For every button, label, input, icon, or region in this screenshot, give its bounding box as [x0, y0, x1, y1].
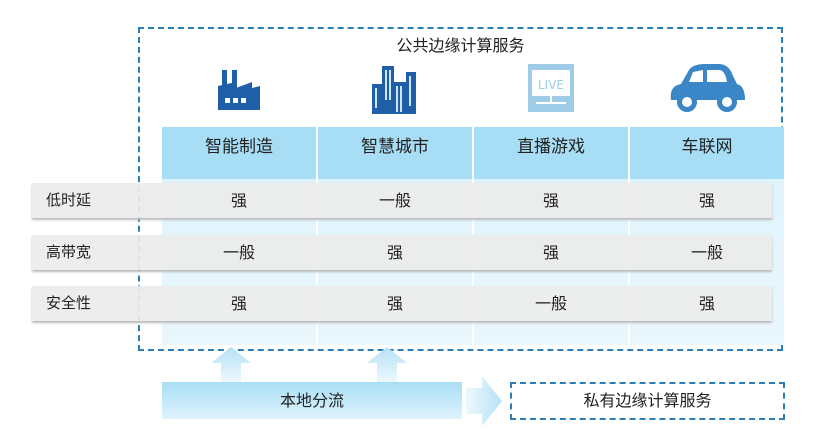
cell: 一般 — [222, 243, 255, 262]
cell: 一般 — [378, 191, 411, 210]
cell: 强 — [230, 191, 247, 210]
live-text: LIVE — [538, 78, 564, 92]
cell: 强 — [542, 243, 559, 262]
column-header: 车联网 — [681, 137, 733, 157]
cell: 强 — [230, 294, 247, 313]
row-label: 安全性 — [46, 294, 92, 312]
cell: 强 — [386, 243, 403, 262]
factory-icon — [162, 62, 316, 117]
cell: 强 — [698, 191, 715, 210]
private-edge-service-box: 私有边缘计算服务 — [510, 382, 785, 420]
row-label: 高带宽 — [46, 243, 92, 261]
cell: 强 — [698, 294, 715, 313]
right-arrow-icon — [466, 376, 502, 426]
local-offload-box: 本地分流 — [162, 382, 462, 419]
up-arrow-icon — [211, 347, 251, 383]
up-arrow-icon — [367, 347, 407, 383]
table-row: 安全性 强 强 一般 强 — [32, 286, 772, 321]
table-row: 低时延 强 一般 强 强 — [32, 183, 772, 218]
table-row: 高带宽 一般 强 强 一般 — [32, 235, 772, 270]
city-buildings-icon — [318, 62, 472, 117]
column-header: 智慧城市 — [361, 137, 429, 157]
cell: 强 — [542, 191, 559, 210]
cell: 一般 — [534, 294, 567, 313]
column-header: 智能制造 — [205, 137, 273, 157]
live-monitor-icon: LIVE — [474, 62, 628, 117]
row-label: 低时延 — [46, 191, 92, 209]
column-header: 直播游戏 — [517, 137, 585, 157]
public-edge-service-title: 公共边缘计算服务 — [396, 36, 525, 55]
cell: 强 — [386, 294, 403, 313]
cell: 一般 — [690, 243, 723, 262]
car-icon — [630, 62, 784, 117]
